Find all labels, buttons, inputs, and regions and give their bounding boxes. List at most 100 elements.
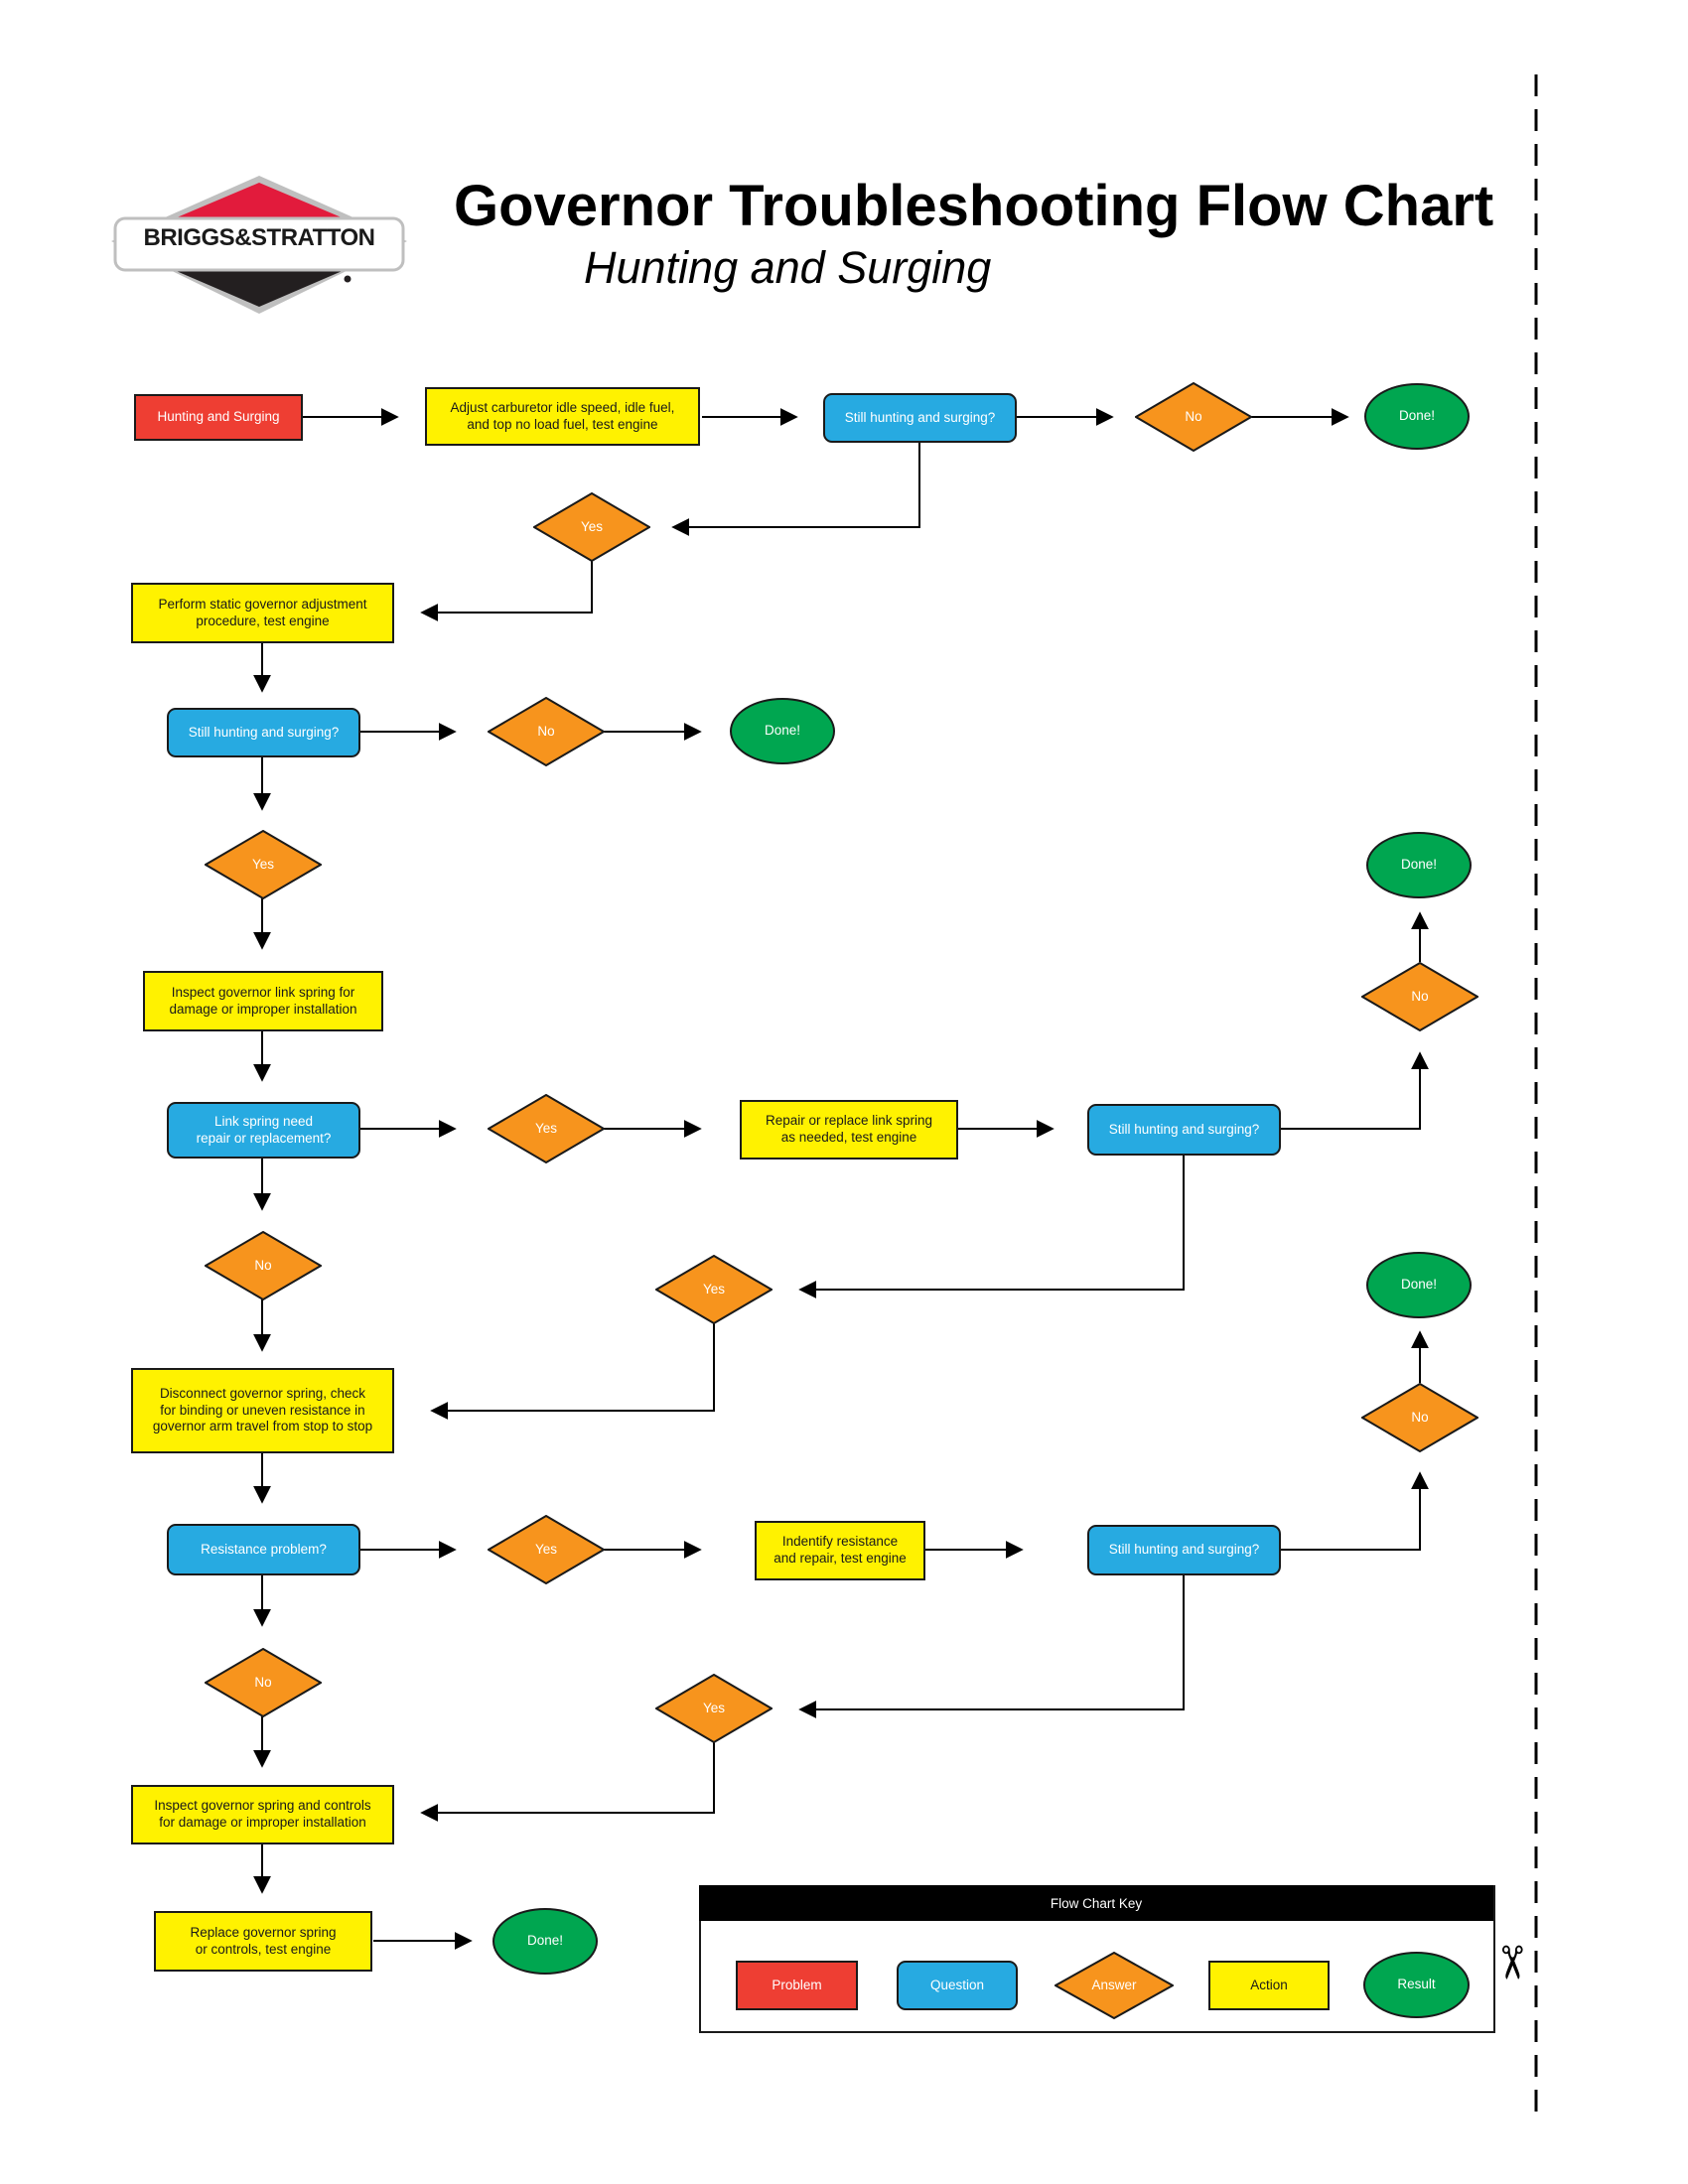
key-answer: Answer	[1055, 1952, 1174, 2019]
node-label: Repair or replace link spring as needed,…	[765, 1113, 933, 1145]
node-label: Inspect governor link spring for damage …	[169, 984, 357, 1017]
briggs-stratton-logo	[111, 176, 407, 314]
node-label: Done!	[764, 723, 801, 739]
question-still-hunting-1: Still hunting and surging?	[823, 393, 1017, 443]
node-label: Still hunting and surging?	[188, 724, 340, 740]
key-title: Flow Chart Key	[699, 1885, 1493, 1921]
answer-yes-2: Yes	[205, 830, 322, 899]
node-label: No	[1411, 988, 1429, 1004]
question-still-hunting-4: Still hunting and surging?	[1087, 1104, 1281, 1156]
node-label: Question	[929, 1977, 985, 1992]
key-result: Result	[1363, 1952, 1470, 2018]
result-done-1: Done!	[1364, 383, 1470, 450]
node-label: Still hunting and surging?	[1108, 1121, 1260, 1137]
node-label: No	[1185, 408, 1202, 424]
answer-diamond	[1361, 1383, 1478, 1452]
node-label: Replace governor spring or controls, tes…	[190, 1924, 337, 1957]
key-question: Question	[897, 1961, 1018, 2010]
action-inspect-link-spring: Inspect governor link spring for damage …	[143, 971, 383, 1031]
node-label: Still hunting and surging?	[844, 409, 996, 425]
node-label: Done!	[1400, 1277, 1438, 1293]
node-label: Yes	[702, 1281, 726, 1297]
answer-diamond	[205, 1648, 322, 1717]
node-label: Action	[1250, 1977, 1288, 1992]
question-resistance-problem: Resistance problem?	[167, 1524, 360, 1575]
arrow-y1-a2	[420, 560, 593, 621]
answer-yes-3: Yes	[488, 1094, 605, 1163]
node-label: No	[254, 1257, 272, 1273]
question-still-hunting-2: Still hunting and surging?	[167, 708, 360, 757]
node-label: No	[254, 1674, 272, 1690]
arrow-y6-a7	[420, 1740, 715, 1822]
logo-wordmark: BRIGGS&STRATTON	[143, 224, 375, 251]
action-identify-resistance: Indentify resistance and repair, test en…	[755, 1521, 925, 1580]
action-adjust-carburetor: Adjust carburetor idle speed, idle fuel,…	[425, 387, 700, 446]
answer-diamond	[205, 830, 322, 899]
answer-diamond	[488, 1515, 605, 1584]
arrow-q4-y4	[798, 1156, 1185, 1298]
node-label: Still hunting and surging?	[1108, 1542, 1260, 1558]
node-label: Yes	[534, 1120, 558, 1136]
result-done-4: Done!	[1366, 832, 1472, 898]
answer-no-3: No	[205, 1231, 322, 1300]
action-replace-governor-spring: Replace governor spring or controls, tes…	[154, 1911, 372, 1972]
node-label: Done!	[1398, 408, 1436, 424]
arrow-y4-a5	[430, 1322, 715, 1420]
node-label: No	[1411, 1409, 1429, 1425]
answer-diamond	[1135, 382, 1252, 452]
node-label: No	[537, 723, 555, 739]
node-label: Result	[1397, 1977, 1436, 1992]
key-problem: Problem	[736, 1961, 858, 2010]
answer-no-6: No	[1361, 1383, 1478, 1452]
node-label: Inspect governor spring and controls for…	[154, 1798, 371, 1830]
scissors-icon: ✂	[1484, 1943, 1539, 1982]
node-label: Yes	[580, 518, 604, 534]
answer-diamond	[655, 1674, 773, 1743]
arrow-q4-n4	[1279, 1051, 1429, 1130]
answer-diamond	[1055, 1952, 1174, 2019]
node-label: Adjust carburetor idle speed, idle fuel,…	[450, 399, 675, 432]
result-done-8: Done!	[492, 1908, 598, 1975]
result-done-2: Done!	[730, 698, 835, 764]
node-label: Perform static governor adjustment proce…	[158, 596, 367, 628]
action-inspect-governor-spring: Inspect governor spring and controls for…	[131, 1785, 394, 1844]
answer-yes-1: Yes	[533, 492, 650, 562]
question-still-hunting-6: Still hunting and surging?	[1087, 1525, 1281, 1575]
node-label: Done!	[1400, 857, 1438, 873]
key-action: Action	[1208, 1961, 1330, 2010]
registered-icon	[344, 275, 352, 283]
answer-yes-5: Yes	[488, 1515, 605, 1584]
node-label: Indentify resistance and repair, test en…	[774, 1534, 907, 1566]
logo-band	[113, 216, 405, 272]
action-disconnect-governor-spring: Disconnect governor spring, check for bi…	[131, 1368, 394, 1453]
answer-diamond	[655, 1255, 773, 1324]
answer-diamond	[1361, 962, 1478, 1031]
arrow-q6-y6	[798, 1575, 1185, 1718]
page-subtitle: Hunting and Surging	[584, 242, 992, 293]
node-label: Hunting and Surging	[157, 409, 280, 425]
arrow-q1-y1	[671, 443, 920, 536]
node-label: Answer	[1091, 1977, 1137, 1992]
answer-no-5: No	[205, 1648, 322, 1717]
arrow-q6-n6	[1279, 1471, 1429, 1551]
node-label: Yes	[534, 1541, 558, 1557]
question-link-spring-repair: Link spring need repair or replacement?	[167, 1102, 360, 1159]
node-label: Done!	[526, 1933, 564, 1949]
node-label: Resistance problem?	[201, 1541, 327, 1557]
answer-diamond	[205, 1231, 322, 1300]
problem-hunting-surging: Hunting and Surging	[134, 394, 303, 441]
page-title: Governor Troubleshooting Flow Chart	[454, 174, 1494, 238]
node-label: Yes	[702, 1700, 726, 1715]
answer-diamond	[488, 1094, 605, 1163]
action-static-governor-adjust: Perform static governor adjustment proce…	[131, 583, 394, 643]
answer-diamond	[533, 492, 650, 562]
answer-no-4: No	[1361, 962, 1478, 1031]
answer-yes-4: Yes	[655, 1255, 773, 1324]
node-label: Yes	[251, 856, 275, 872]
answer-no-2: No	[488, 697, 605, 766]
action-repair-link-spring: Repair or replace link spring as needed,…	[740, 1100, 958, 1160]
result-done-6: Done!	[1366, 1252, 1472, 1318]
answer-diamond	[488, 697, 605, 766]
